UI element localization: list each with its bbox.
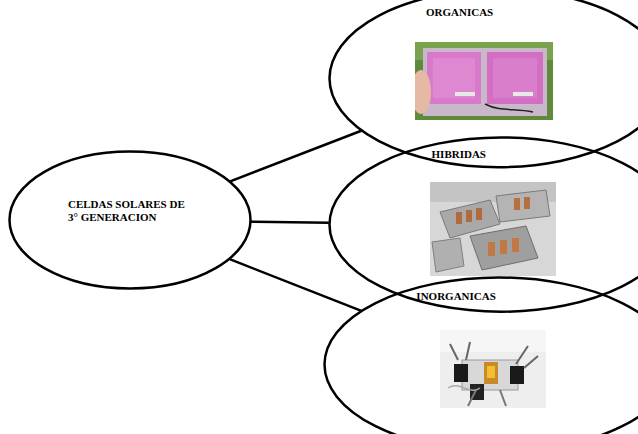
connector-line — [251, 222, 329, 223]
ellipse-node: INORGANICAS — [323, 276, 638, 434]
ellipse-node: HIBRIDAS — [328, 136, 638, 313]
ellipse-outline — [328, 0, 638, 168]
hybrid-cell-photo — [430, 182, 556, 276]
organic-cell-photo — [415, 42, 553, 120]
node-label: ORGANICAS — [328, 6, 592, 19]
node-label: INORGANICAS — [323, 290, 589, 303]
node-label: CELDAS SOLARES DE 3° GENERACION — [68, 198, 194, 224]
inorganic-cell-photo — [440, 330, 546, 408]
ellipse-node: ORGANICAS — [328, 0, 638, 168]
ellipse-outline — [328, 136, 638, 313]
connector-line — [230, 131, 361, 182]
ellipse-node: CELDAS SOLARES DE 3° GENERACION — [8, 150, 252, 290]
node-label: HIBRIDAS — [328, 148, 590, 161]
connector-line — [230, 259, 362, 311]
